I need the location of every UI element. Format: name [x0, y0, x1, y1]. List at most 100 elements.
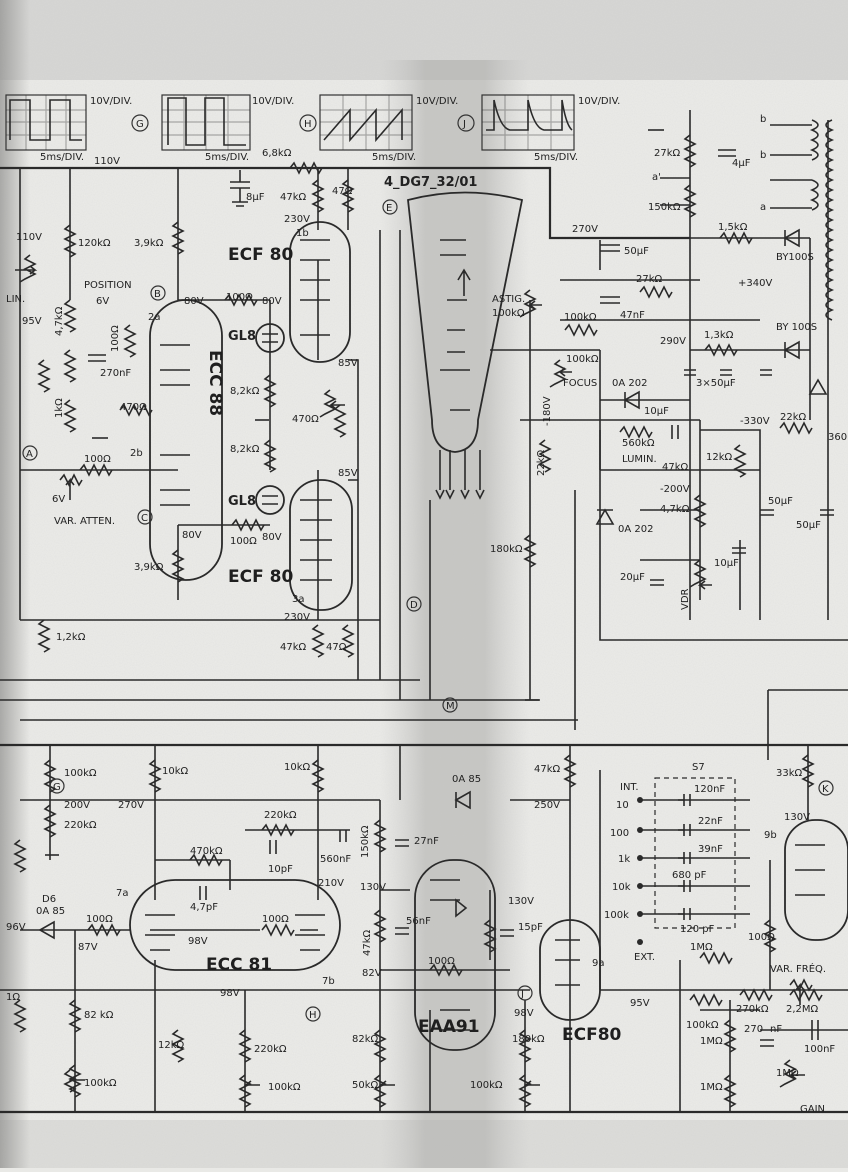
label: 10kΩ: [284, 762, 311, 773]
vdr-label: VDR: [680, 588, 691, 610]
label: 1MΩ: [700, 1082, 723, 1093]
scope-trace-J: 10V/DIV. 5ms/DIV.: [319, 94, 458, 163]
label: 100Ω: [428, 956, 455, 967]
label: 100kΩ: [84, 1078, 117, 1089]
label: 0A 202: [612, 378, 647, 389]
transformer: [660, 119, 835, 321]
node-C: C: [141, 513, 148, 524]
ecc81-label: ECC 81: [206, 955, 272, 975]
label: 82 kΩ: [84, 1010, 114, 1021]
switch-cap: 120 pF: [680, 924, 715, 935]
grounds: [45, 129, 664, 856]
label: 470kΩ: [190, 846, 223, 857]
var-atten-label: VAR. ATTEN.: [54, 516, 115, 527]
scope-trace-H: 10V/DIV. 5ms/DIV.: [161, 94, 294, 163]
label: 22kΩ: [780, 412, 807, 423]
label: 210V: [318, 878, 344, 889]
label: 270kΩ: [736, 1004, 769, 1015]
label: 1MΩ: [700, 1036, 723, 1047]
label: 100Ω: [110, 325, 121, 352]
node-B: B: [154, 289, 161, 300]
gl8-bot-label: GL8: [228, 494, 256, 509]
tube-ecf80-top: [289, 221, 351, 363]
scope-trace-G: 10V/DIV. 5ms/DIV.: [5, 94, 132, 163]
position-label: POSITION: [84, 280, 132, 291]
label: 0A 202: [618, 524, 653, 535]
label: 220kΩ: [264, 810, 297, 821]
time-div-label: 5ms/DIV.: [372, 152, 416, 163]
label: 250V: [534, 800, 560, 811]
label: 9a: [592, 958, 605, 969]
eaa91-label: EAA91: [418, 1017, 480, 1037]
label: 100Ω: [748, 932, 775, 943]
tube-9b: [784, 819, 848, 941]
time-div-label: 5ms/DIV.: [40, 152, 84, 163]
label: 2b: [130, 448, 143, 459]
label: 100kΩ: [64, 768, 97, 779]
label: 95V: [22, 316, 42, 327]
label: 1MΩ: [690, 942, 713, 953]
label: 85V: [338, 468, 358, 479]
label: 100kΩ: [470, 1080, 503, 1091]
label: -180V: [542, 396, 553, 426]
label: 8,2kΩ: [230, 444, 260, 455]
diodes: [38, 228, 828, 940]
tube-ecf80-mid: [289, 479, 353, 611]
label: 50µF: [796, 520, 821, 531]
label: -330V: [740, 416, 770, 427]
label: 6V: [96, 296, 109, 307]
label: 6,8kΩ: [262, 148, 292, 159]
volt-div-label: 10V/DIV.: [416, 96, 458, 107]
label: 27nF: [414, 836, 439, 847]
node-G-trace: G: [136, 119, 144, 130]
label: 0A 85: [36, 906, 65, 917]
ecf80-mid-label: ECF 80: [228, 567, 293, 587]
tube-eaa91: [414, 859, 496, 1051]
label: 6V: [52, 494, 65, 505]
ecc88-label: ECC 88: [205, 350, 225, 416]
label: 10µF: [644, 406, 669, 417]
label: 87V: [78, 942, 98, 953]
volt-div-label: 10V/DIV.: [90, 96, 132, 107]
label: 4,7kΩ: [54, 306, 65, 336]
label: 1b: [296, 228, 309, 239]
label: 82kΩ: [352, 1034, 379, 1045]
label: 150kΩ: [360, 825, 371, 858]
label: 120kΩ: [78, 238, 111, 249]
label: 20µF: [620, 572, 645, 583]
scope-trace-J2: 10V/DIV. 5ms/DIV.: [481, 94, 620, 163]
ecf80-top-label: ECF 80: [228, 245, 293, 265]
label: -200V: [660, 484, 690, 495]
label: 560kΩ: [622, 438, 655, 449]
label: 270: [744, 1024, 763, 1035]
label: BY 100S: [776, 322, 817, 333]
label: 560nF: [320, 854, 351, 865]
label: 100kΩ: [268, 1082, 301, 1093]
label: 2a: [148, 312, 161, 323]
label: 4µF: [732, 158, 751, 169]
label: 12kΩ: [706, 452, 733, 463]
label: 3×50µF: [696, 378, 736, 389]
node-H: H: [309, 1010, 317, 1021]
label: 80V: [182, 530, 202, 541]
label: 82V: [362, 968, 382, 979]
switch-int-label: INT.: [620, 782, 639, 793]
volt-div-label: 10V/DIV.: [252, 96, 294, 107]
label: 80V: [262, 532, 282, 543]
lumin-label: LUMIN.: [622, 454, 657, 465]
switch-ext-label: EXT.: [634, 952, 655, 963]
label: 230V: [284, 214, 310, 225]
node-labels: G H J B C A E D M G H J K: [26, 119, 829, 1021]
label: 130V: [360, 882, 386, 893]
label: a': [652, 172, 661, 183]
var-freq-label: VAR. FRÉQ.: [770, 962, 826, 975]
label: 80V: [262, 296, 282, 307]
label: 50kΩ: [352, 1080, 379, 1091]
switch-cap: 22nF: [698, 816, 723, 827]
label: 290V: [660, 336, 686, 347]
label: 56nF: [406, 916, 431, 927]
ecf80-right-label: ECF80: [562, 1025, 622, 1045]
switch-s7-label: S7: [692, 762, 705, 773]
label: 1kΩ: [54, 398, 65, 418]
